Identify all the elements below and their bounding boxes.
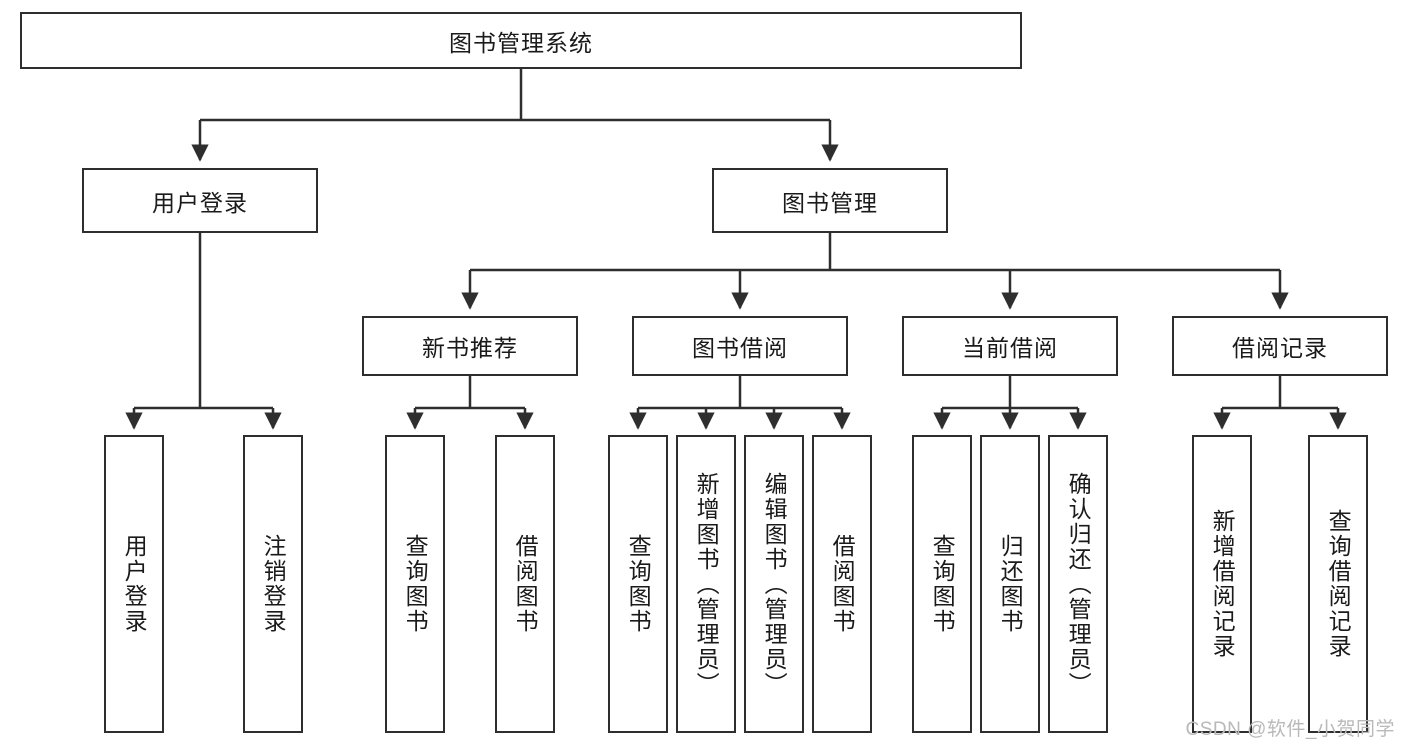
leaf-user-login-2[interactable]: 注销登录 [243, 435, 303, 733]
leaf-current-borrow-3[interactable]: 确认归还（管理员） [1048, 435, 1108, 733]
leaf-current-borrow-2-label: 归还图书 [997, 534, 1024, 634]
leaf-current-borrow-3-label: 确认归还（管理员） [1065, 471, 1092, 697]
leaf-new-book-1[interactable]: 查询图书 [385, 435, 445, 733]
leaf-book-borrow-1-label: 查询图书 [625, 534, 652, 634]
leaf-borrow-record-2[interactable]: 查询借阅记录 [1308, 435, 1368, 733]
leaf-borrow-record-1[interactable]: 新增借阅记录 [1192, 435, 1252, 733]
node-user-login-label: 用户登录 [152, 189, 248, 216]
leaf-book-borrow-3-label: 编辑图书（管理员） [761, 471, 788, 697]
leaf-book-borrow-4[interactable]: 借阅图书 [812, 435, 872, 733]
leaf-current-borrow-2[interactable]: 归还图书 [980, 435, 1040, 733]
node-new-book[interactable]: 新书推荐 [362, 316, 578, 376]
leaf-new-book-2[interactable]: 借阅图书 [495, 435, 555, 733]
node-new-book-label: 新书推荐 [422, 335, 518, 361]
leaf-user-login-1-label: 用户登录 [121, 534, 148, 634]
node-book-manage[interactable]: 图书管理 [712, 168, 948, 233]
leaf-book-borrow-3[interactable]: 编辑图书（管理员） [744, 435, 804, 733]
node-root-label: 图书管理系统 [449, 29, 593, 56]
node-current-borrow[interactable]: 当前借阅 [902, 316, 1118, 376]
leaf-book-borrow-2-label: 新增图书（管理员） [693, 471, 720, 697]
node-book-borrow-label: 图书借阅 [692, 335, 788, 361]
node-borrow-record-label: 借阅记录 [1232, 335, 1328, 361]
leaf-borrow-record-1-label: 新增借阅记录 [1209, 509, 1236, 659]
node-borrow-record[interactable]: 借阅记录 [1172, 316, 1388, 376]
leaf-book-borrow-4-label: 借阅图书 [829, 534, 856, 634]
node-current-borrow-label: 当前借阅 [962, 335, 1058, 361]
leaf-user-login-1[interactable]: 用户登录 [104, 435, 164, 733]
node-root[interactable]: 图书管理系统 [20, 12, 1022, 69]
leaf-new-book-2-label: 借阅图书 [512, 534, 539, 634]
leaf-current-borrow-1[interactable]: 查询图书 [912, 435, 972, 733]
node-user-login[interactable]: 用户登录 [82, 168, 318, 233]
leaf-book-borrow-1[interactable]: 查询图书 [608, 435, 668, 733]
leaf-book-borrow-2[interactable]: 新增图书（管理员） [676, 435, 736, 733]
leaf-current-borrow-1-label: 查询图书 [929, 534, 956, 634]
node-book-manage-label: 图书管理 [782, 189, 878, 216]
node-book-borrow[interactable]: 图书借阅 [632, 316, 848, 376]
leaf-user-login-2-label: 注销登录 [260, 534, 287, 634]
watermark: CSDN @软件_小贺同学 [1185, 719, 1395, 740]
leaf-new-book-1-label: 查询图书 [402, 534, 429, 634]
leaf-borrow-record-2-label: 查询借阅记录 [1325, 509, 1352, 659]
